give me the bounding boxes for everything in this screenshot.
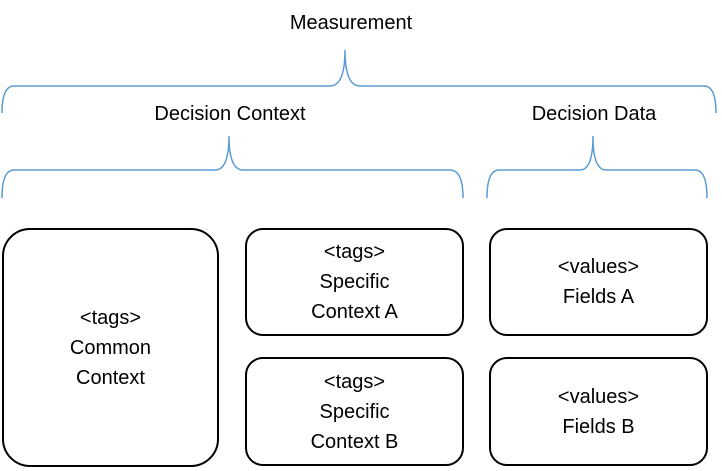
specific-context-a-line-3: Context A xyxy=(311,301,398,323)
common-context-line-1: <tags> xyxy=(79,306,142,329)
measurement-brace xyxy=(1,49,717,114)
decision-data-brace xyxy=(486,135,708,199)
decision-context-brace xyxy=(1,135,464,199)
fields-b-line-2: Fields B xyxy=(562,415,635,438)
specific-context-b-line-2: Specific xyxy=(319,400,390,423)
decision-data-label: Decision Data xyxy=(531,103,657,125)
specific-context-a-box: <tags> Specific Context A xyxy=(245,228,464,336)
measurement-label: Measurement xyxy=(289,12,413,34)
common-context-box: <tags> Common Context xyxy=(2,228,219,467)
fields-b-box: <values> Fields B xyxy=(489,357,708,466)
fields-a-line-1: <values> xyxy=(557,256,640,278)
fields-b-line-1: <values> xyxy=(557,385,640,408)
fields-a-box: <values> Fields A xyxy=(489,228,708,336)
common-context-line-3: Context xyxy=(76,366,145,389)
specific-context-b-line-3: Context B xyxy=(310,430,399,453)
specific-context-a-line-2: Specific xyxy=(319,271,390,293)
specific-context-b-line-1: <tags> xyxy=(323,370,386,393)
specific-context-b-box: <tags> Specific Context B xyxy=(245,357,464,466)
specific-context-a-line-1: <tags> xyxy=(323,241,386,263)
decision-context-label: Decision Context xyxy=(154,103,306,125)
common-context-line-2: Common xyxy=(69,336,152,359)
fields-a-line-2: Fields A xyxy=(562,286,635,308)
